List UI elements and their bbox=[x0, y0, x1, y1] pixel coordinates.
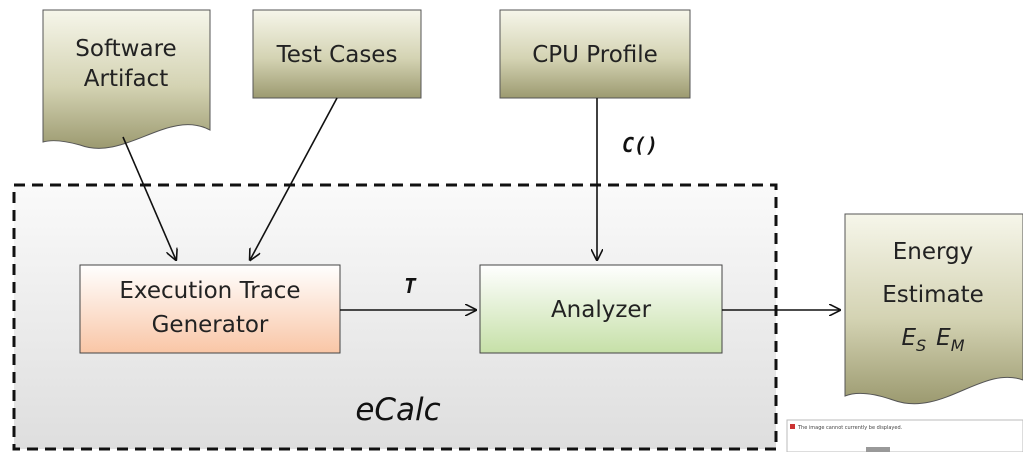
software-artifact-document: Software Artifact bbox=[42, 9, 211, 149]
analyzer-box: Analyzer bbox=[479, 264, 723, 354]
cpu-function-label: C() bbox=[622, 133, 658, 157]
broken-image-icon bbox=[790, 424, 795, 429]
arrow-testcases-to-generator bbox=[250, 97, 338, 260]
software-artifact-label-line2: Artifact bbox=[84, 66, 168, 92]
cpu-profile-label: CPU Profile bbox=[532, 42, 658, 68]
em-symbol: E bbox=[936, 325, 951, 351]
em-subscript: M bbox=[951, 336, 965, 355]
energy-estimate-label-line2: Estimate bbox=[882, 282, 984, 308]
broken-image-text: The image cannot currently be displayed. bbox=[797, 425, 903, 431]
analyzer-label: Analyzer bbox=[551, 297, 652, 323]
ecalc-label: eCalc bbox=[355, 392, 440, 428]
es-symbol: E bbox=[901, 325, 916, 351]
energy-estimate-label-line1: Energy bbox=[893, 239, 974, 265]
execution-trace-generator-box: Execution Trace Generator bbox=[79, 264, 341, 354]
es-subscript: S bbox=[916, 336, 926, 355]
test-cases-label: Test Cases bbox=[276, 42, 398, 68]
connectors bbox=[122, 97, 840, 310]
execution-trace-generator-label-line2: Generator bbox=[152, 312, 269, 338]
cpu-profile-box: CPU Profile bbox=[499, 9, 691, 99]
broken-image-placeholder: The image cannot currently be displayed. bbox=[786, 419, 1023, 452]
trace-label: T bbox=[404, 274, 417, 298]
broken-image-fragment bbox=[866, 447, 890, 452]
arrow-artifact-to-generator bbox=[122, 136, 176, 260]
software-artifact-label-line1: Software bbox=[75, 36, 176, 62]
test-cases-box: Test Cases bbox=[252, 9, 422, 99]
execution-trace-generator-label-line1: Execution Trace bbox=[119, 278, 300, 304]
